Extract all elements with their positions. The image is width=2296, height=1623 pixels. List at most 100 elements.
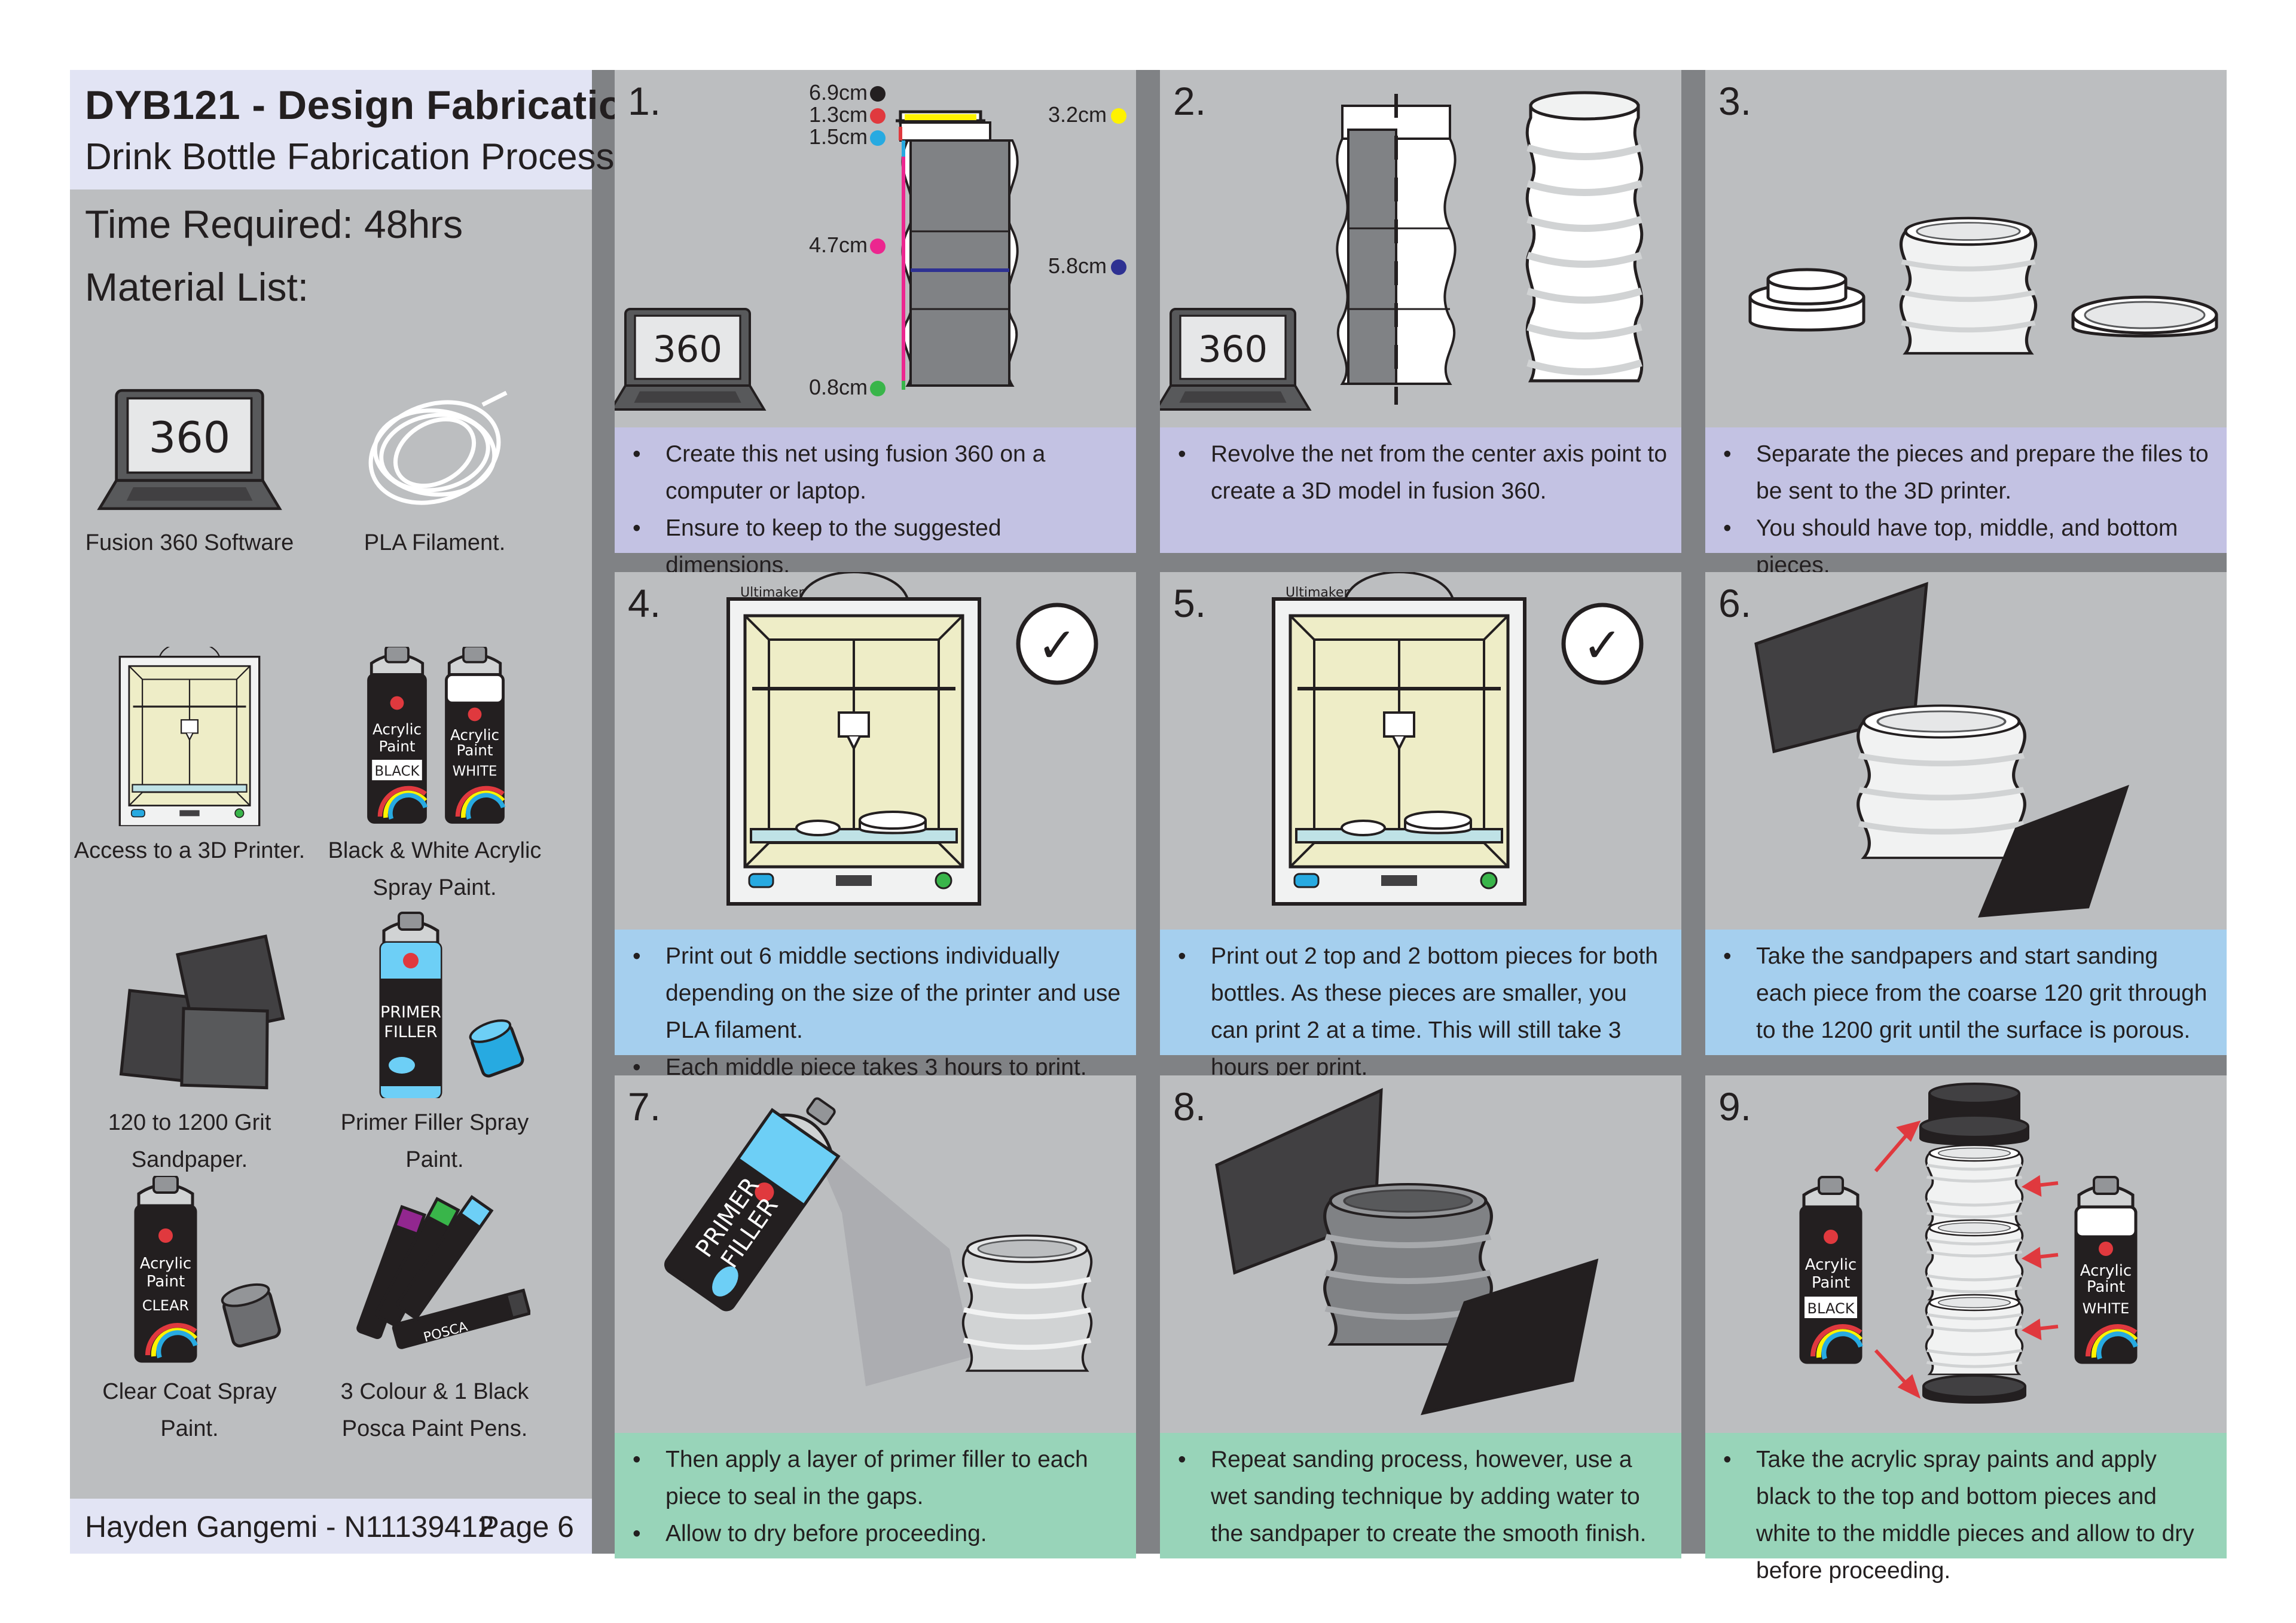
process-title: Drink Bottle Fabrication Process: [85,136,625,178]
step-description: Separate the pieces and prepare the file… [1705,427,2227,578]
can-text: Paint [456,741,493,759]
step-number: 9. [1718,1084,1752,1129]
step-bullet: Repeat sanding process, however, use a w… [1178,1441,1668,1552]
material-label: Primer Filler Spray Paint. [309,1104,560,1178]
material-label-line: Sandpaper. [131,1147,248,1172]
material-label-line: Posca Paint Pens. [341,1416,528,1441]
svg-text:6.9cm: 6.9cm [809,80,868,105]
material-label-line: Clear Coat Spray [102,1379,277,1404]
white-spray-can-icon: Acrylic Paint WHITE [2074,1177,2138,1362]
can-text: Acrylic [2080,1262,2132,1280]
can-text: BLACK [375,764,420,780]
black-spray-can-icon: Acrylic Paint BLACK [1801,1177,1863,1362]
svg-text:3.2cm: 3.2cm [1048,102,1107,127]
can-text: PRIMER [380,1003,441,1022]
laptop-screen-text: 360 [653,329,722,371]
step-bullet: Take the acrylic spray paints and apply … [1723,1441,2213,1590]
step-number: 8. [1173,1084,1207,1129]
material-label: 3 Colour & 1 Black Posca Paint Pens. [309,1373,560,1447]
black-bottom-piece-icon [1922,1374,2026,1404]
time-required: Time Required: 48hrs [85,202,463,246]
check-icon: ✓ [1016,603,1098,685]
sandpaper-sheet [1978,784,2129,918]
painting-assembly-diagram: Acrylic Paint BLACK Acrylic Paint WHITE [1705,1083,2138,1404]
can-text: Paint [378,738,415,755]
separated-pieces-diagram [1748,216,2218,355]
primer-can-icon: PRIMER FILLER [339,907,524,1098]
step-description: Revolve the net from the center axis poi… [1160,427,1681,553]
middle-piece-icon [1899,216,2038,355]
sanding-illustration [1754,582,2129,918]
clear-coat-can-icon: Acrylic Paint CLEAR [94,1176,281,1367]
material-list-heading: Material List: [85,265,309,309]
step-bullet: Print out 2 top and 2 bottom pieces for … [1178,938,1668,1086]
step-description: Then apply a layer of primer filler to e… [615,1433,1136,1558]
material-item: Acrylic Paint CLEAR Clear Coat Spray Pai… [64,1176,315,1447]
author-id: Hayden Gangemi - N11139412 [85,1510,494,1543]
sanded-piece-icon [1323,1183,1493,1346]
step-description: Create this net using fusion 360 on a co… [615,427,1136,578]
paint-pens-icon: POSCA [356,1194,530,1349]
dimension-label: 1.5cm [809,124,886,149]
white-middle-piece-icon [1926,1145,2023,1225]
step-card: 3. Separate the pieces and prepare the f… [1705,70,2227,578]
svg-text:1.3cm: 1.3cm [809,102,868,127]
can-text: Paint [146,1273,185,1291]
spray-cans-icon: Acrylic Paint BLACK Acrylic Paint WHITE [339,647,506,826]
footer-band: Hayden Gangemi - N11139412 Page 6 [70,1499,592,1554]
black-top-piece-icon [1919,1083,2029,1146]
title-band: DYB121 - Design Fabrication Drink Bottle… [70,70,649,189]
material-label-line: Paint. [160,1416,219,1441]
step-description: Print out 2 top and 2 bottom pieces for … [1160,930,1681,1080]
material-item: PRIMER FILLER Primer Filler Spray Paint. [309,907,560,1178]
material-label-line: Primer Filler Spray [340,1110,529,1135]
page-number: Page 6 [479,1510,574,1543]
step-bullet: You should have top, middle, and bottom … [1723,510,2213,584]
can-text: BLACK [1808,1300,1855,1317]
step-bullet: Print out 6 middle sections individually… [633,938,1123,1049]
material-label: PLA Filament. [364,530,506,555]
step-bullet: Allow to dry before proceeding. [633,1515,1123,1552]
step-bullet: Take the sandpapers and start sanding ea… [1723,938,2213,1049]
step-number: 2. [1173,79,1207,123]
step-card: PRIMER FILLER 7. Then apply a layer of p… [615,1075,1136,1558]
step-card: Ultimaker ✓ 5. Print out 2 top and 2 bot… [1160,572,1681,1080]
material-label: Clear Coat Spray Paint. [64,1373,315,1447]
material-label-line: 3 Colour & 1 Black [340,1379,529,1404]
step-card: Ultimaker ✓ 4. Print out 6 middle sectio… [615,572,1136,1086]
printer-icon [118,647,261,826]
course-title: DYB121 - Design Fabrication [85,82,649,128]
priming-illustration: PRIMER FILLER [664,1097,1093,1386]
step-number: 3. [1718,79,1752,123]
material-label-line: Paint. [405,1147,464,1172]
step-bullet: Then apply a layer of primer filler to e… [633,1441,1123,1515]
material-item: PLA Filament. [309,381,560,561]
white-middle-piece-icon [1926,1295,2023,1374]
dimension-label: 4.7cm [809,233,886,257]
step-description: Take the sandpapers and start sanding ea… [1705,930,2227,1055]
material-item: Access to a 3D Printer. [64,647,315,869]
material-label: Black & White Acrylic Spray Paint. [309,832,560,906]
printer-brand: Ultimaker [740,585,804,600]
step-description: Take the acrylic spray paints and apply … [1705,1433,2227,1584]
exploded-bottle-stack [1919,1083,2029,1404]
material-item: 120 to 1200 Grit Sandpaper. [64,919,315,1178]
material-item: 360 Fusion 360 Software [64,381,315,561]
step-card: Acrylic Paint BLACK Acrylic Paint WHITE [1705,1075,2227,1584]
step-description: Repeat sanding process, however, use a w… [1160,1433,1681,1558]
can-text: CLEAR [142,1297,189,1314]
dimension-label: 1.3cm [809,102,886,127]
material-label: Fusion 360 Software [85,530,294,555]
step-bullet: Separate the pieces and prepare the file… [1723,436,2213,510]
check-icon: ✓ [1561,603,1644,685]
can-text: WHITE [453,764,497,780]
step-bullet: Revolve the net from the center axis poi… [1178,436,1668,510]
material-item: Acrylic Paint BLACK Acrylic Paint WHITE [309,647,560,906]
primer-can-icon: PRIMER FILLER [664,1097,841,1312]
step-card: 360 2. Revolve the net from the center a… [1160,70,1681,553]
bottle-net-diagram: 360 6.9cm 1.3cm 1.5cm 4.7cm 0.8cm 3.2cm … [615,80,1126,427]
laptop-screen-text: 360 [149,413,231,463]
worksheet: DYB121 - Design Fabrication Drink Bottle… [70,70,2227,1584]
printer-brand: Ultimaker [1286,585,1349,600]
can-text: Paint [2087,1278,2125,1296]
